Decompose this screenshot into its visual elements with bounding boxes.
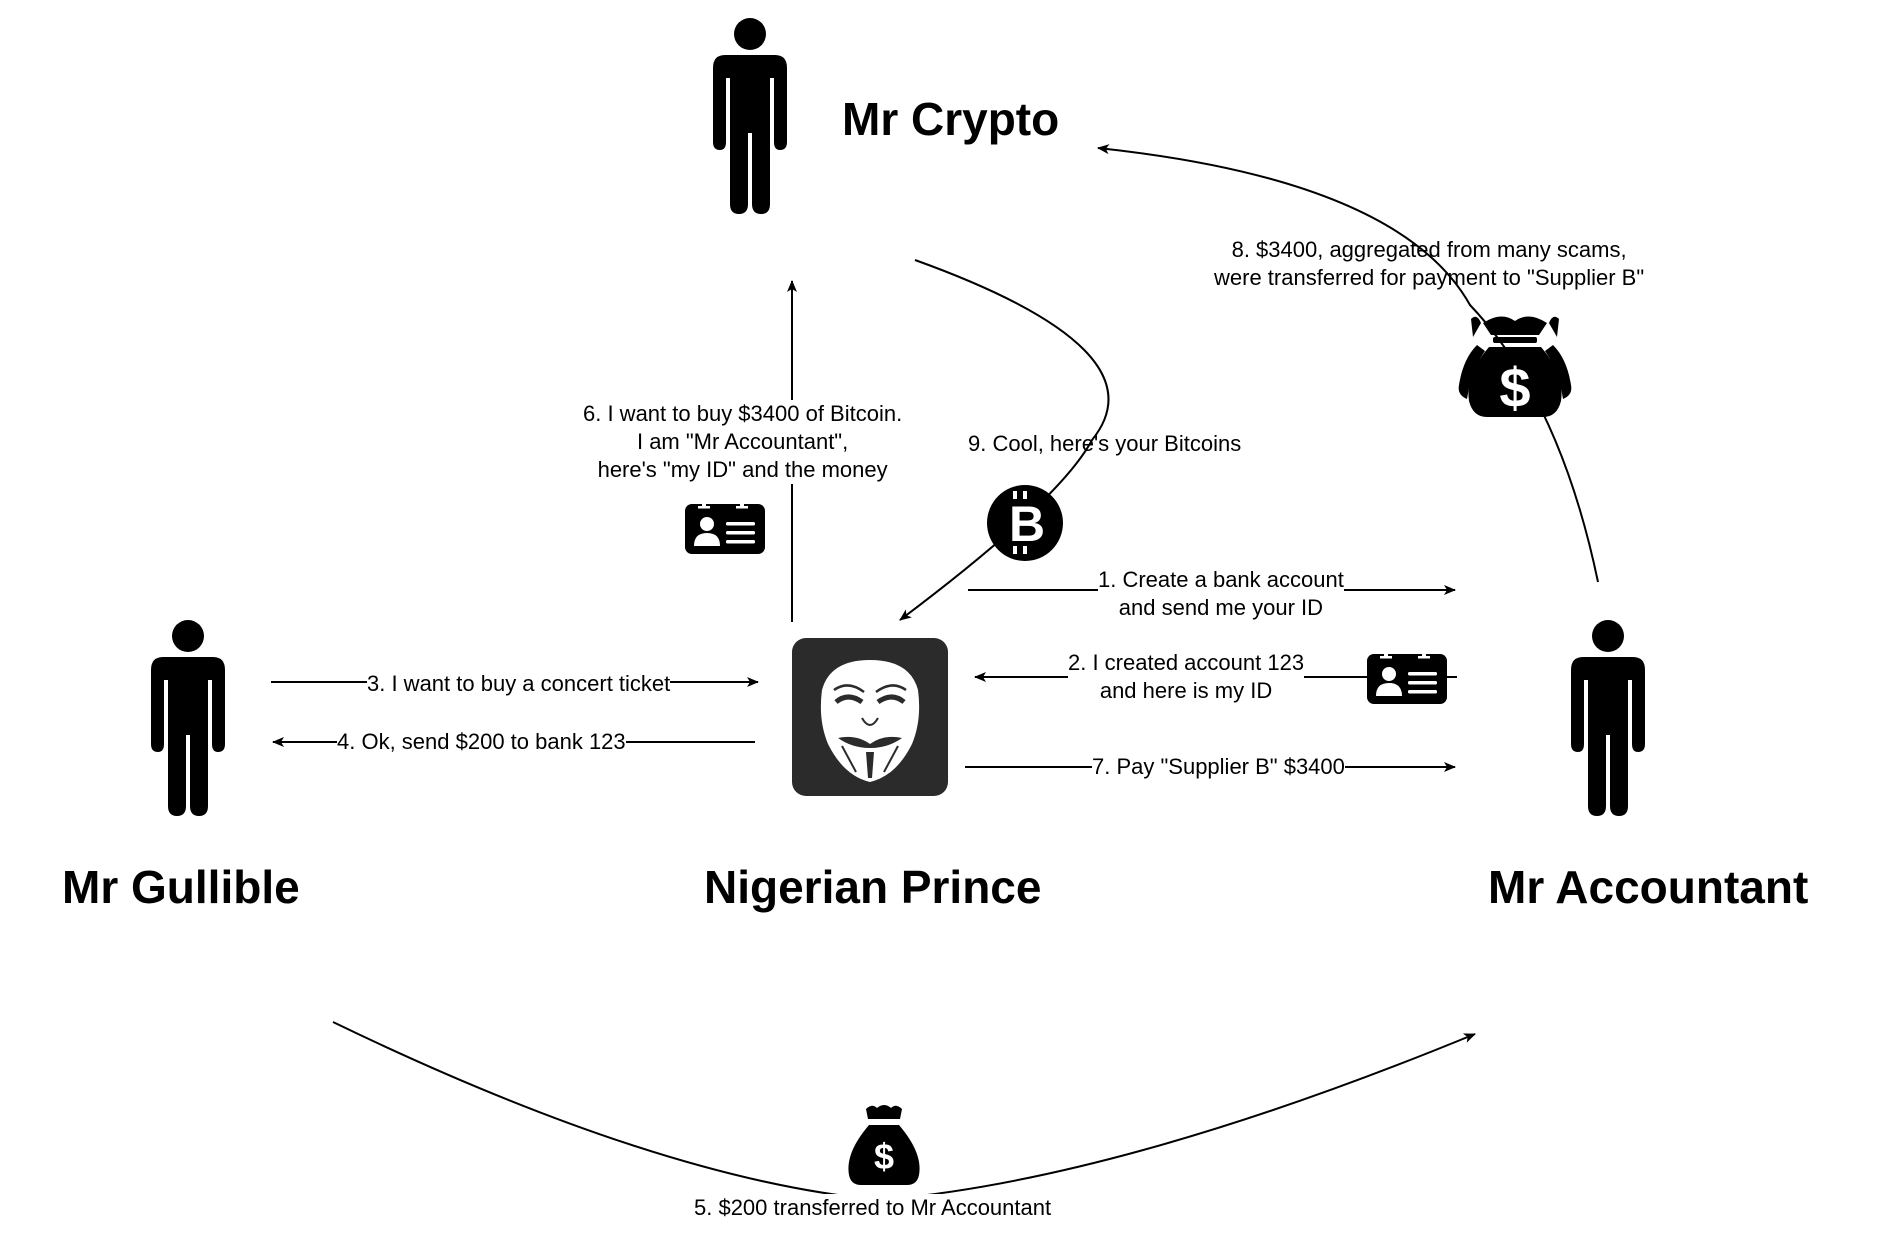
- message-2-label: 2. I created account 123 and here is my …: [1068, 649, 1305, 705]
- actor-name-mr-accountant: Mr Accountant: [1488, 861, 1809, 913]
- actor-name-mr-gullible: Mr Gullible: [62, 861, 300, 913]
- actor-name-nigerian-prince: Nigerian Prince: [704, 861, 1042, 913]
- message-9-label: 9. Cool, here's your Bitcoins: [968, 431, 1242, 456]
- bitcoin-icon: B: [987, 485, 1063, 561]
- arrow-msg-8: [1097, 144, 1599, 583]
- money-bag-icon: [848, 1105, 920, 1185]
- svg-text:B: B: [1009, 496, 1045, 552]
- id-card-icon: [1367, 650, 1447, 704]
- message-7-label: 7. Pay "Supplier B" $3400: [1092, 754, 1345, 779]
- actor-name-mr-crypto: Mr Crypto: [842, 93, 1060, 145]
- person-icon: [151, 620, 225, 816]
- message-4-label: 4. Ok, send $200 to bank 123: [337, 729, 626, 754]
- message-5-label: 5. $200 transferred to Mr Accountant: [694, 1194, 1052, 1222]
- message-6-label: 6. I want to buy $3400 of Bitcoin. I am …: [583, 400, 903, 484]
- anonymous-mask-icon: [792, 638, 948, 796]
- person-icon: [1571, 620, 1645, 816]
- id-card-icon: [685, 500, 765, 554]
- arrow-msg-9: [899, 259, 1110, 621]
- money-bag-icon: [1458, 316, 1572, 417]
- message-3-label: 3. I want to buy a concert ticket: [367, 671, 671, 696]
- message-1-label: 1. Create a bank account and send me you…: [1098, 566, 1344, 622]
- message-8-label: 8. $3400, aggregated from many scams, we…: [1214, 237, 1645, 290]
- person-icon: [713, 18, 787, 214]
